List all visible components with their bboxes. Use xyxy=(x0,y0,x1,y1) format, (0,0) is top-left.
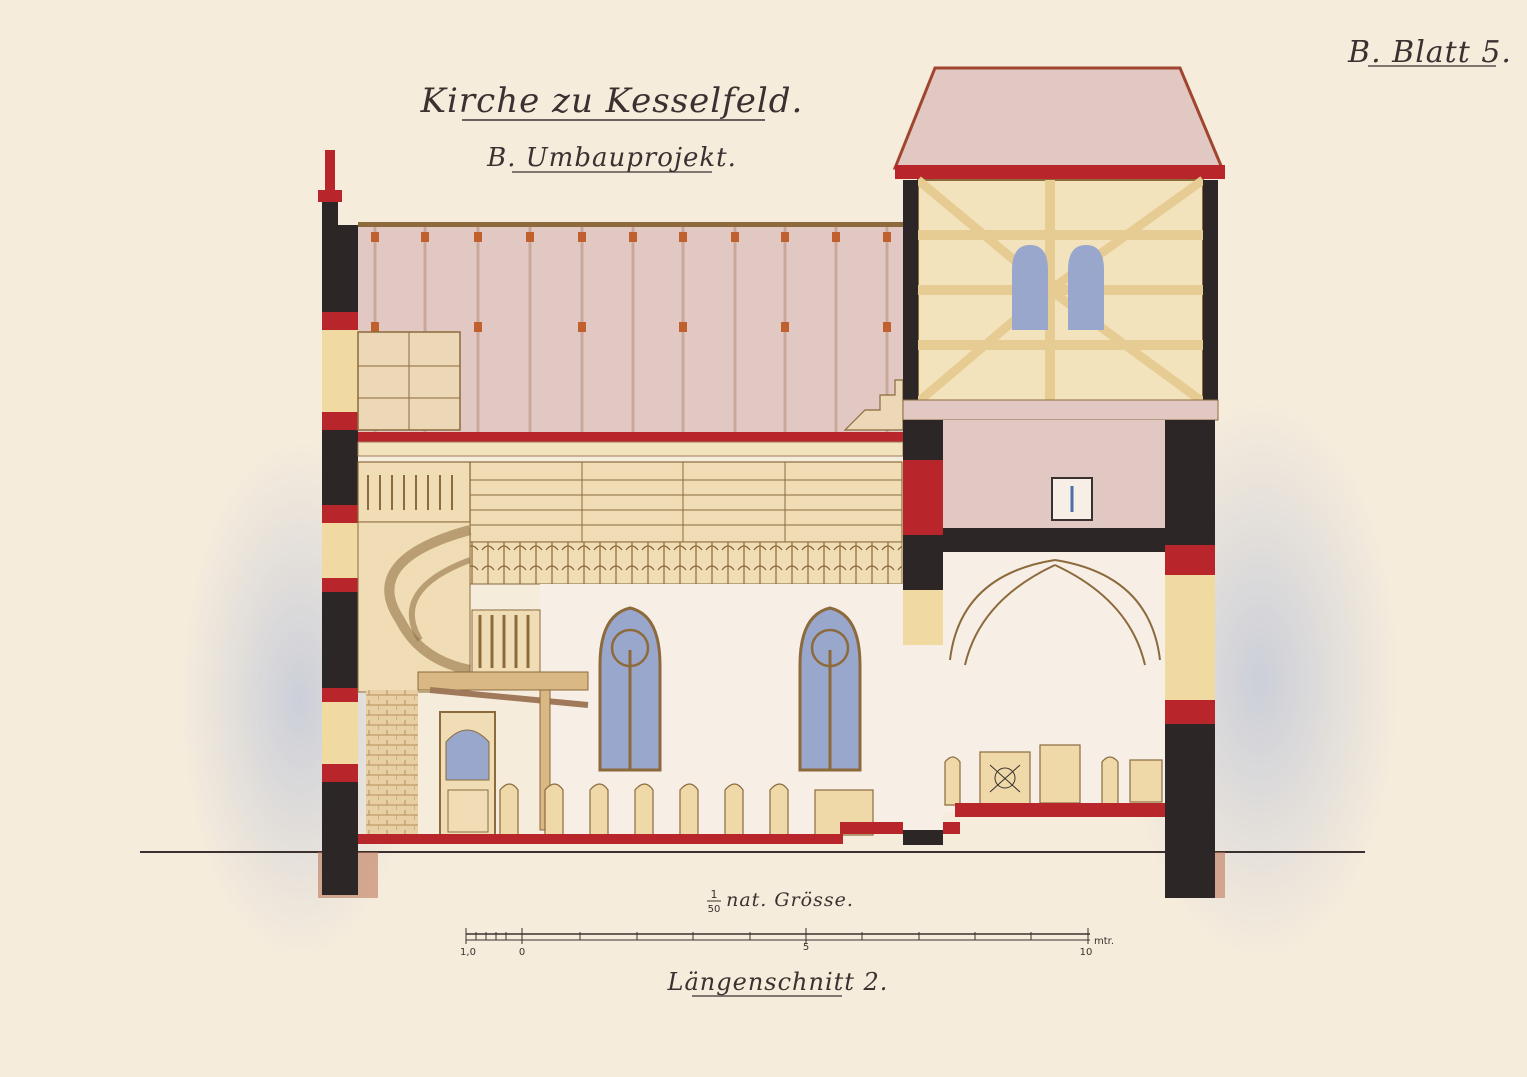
scale-tick-0: 0 xyxy=(519,947,525,958)
scale-unit: mtr. xyxy=(1094,936,1114,947)
gallery-tracery xyxy=(469,541,903,585)
nave-window-right xyxy=(798,606,862,772)
chancel-furniture xyxy=(944,744,1163,806)
nave-window-left xyxy=(598,606,662,772)
tower-left-wall xyxy=(903,420,943,845)
section-caption: Längenschnitt 2. xyxy=(667,968,889,996)
roof-ridge-beam xyxy=(358,222,903,227)
scale-label: nat. Grösse. xyxy=(726,889,854,911)
scale-bar xyxy=(465,928,1090,944)
rafter-joints xyxy=(371,232,891,332)
tower-timber-frame xyxy=(915,176,1206,406)
left-gallery-box xyxy=(357,461,471,523)
nave-floor xyxy=(358,834,843,844)
gallery-balustrade xyxy=(469,461,903,543)
tower-corner-posts xyxy=(903,180,1218,405)
drawing-title: Kirche zu Kesselfeld. xyxy=(420,81,804,121)
under-gallery-frame xyxy=(417,671,589,831)
scale-tick-1-0: 1,0 xyxy=(460,947,476,958)
nave-pews xyxy=(499,783,874,836)
tower-right-wall xyxy=(1165,420,1215,898)
scale-tick-10: 10 xyxy=(1080,947,1093,958)
tower-floor-beam xyxy=(902,399,1219,421)
spiral-staircase xyxy=(357,521,472,693)
scale-fraction-num: 1 xyxy=(711,888,718,901)
gable-finial xyxy=(318,150,342,226)
tower-roof xyxy=(892,66,1225,179)
ceiling-beam xyxy=(358,432,903,442)
scale-fraction-den: 50 xyxy=(708,904,721,915)
nave-left-wall xyxy=(322,225,358,895)
tower-vault-ribs xyxy=(949,559,1161,666)
gallery-balusters xyxy=(471,609,541,673)
altar-rail-grille xyxy=(989,764,1021,793)
vestry-door xyxy=(439,711,496,838)
attic-hatch xyxy=(357,331,461,431)
chancel-floor xyxy=(955,803,1165,817)
sheet-label: B. Blatt 5. xyxy=(1347,35,1512,70)
gallery-panels xyxy=(470,462,902,542)
brick-stair-base xyxy=(366,690,418,842)
ceiling-joists xyxy=(357,441,904,457)
scale-tick-5: 5 xyxy=(803,942,809,953)
drawing-subtitle: B. Umbauprojekt. xyxy=(486,143,737,173)
tower-vault-beam xyxy=(943,528,1165,552)
